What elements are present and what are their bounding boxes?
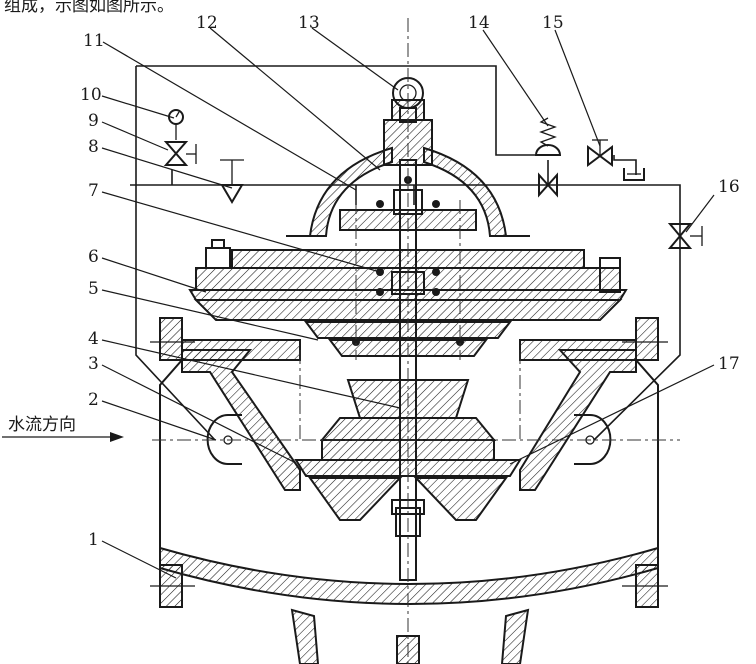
- callout-16: 16: [718, 177, 740, 197]
- pilot-valve-icon: [534, 117, 562, 198]
- callout-12: 12: [196, 13, 218, 33]
- leader-lines: [101, 27, 715, 579]
- callout-5: 5: [88, 279, 99, 299]
- callout-15: 15: [542, 13, 564, 33]
- callout-14: 14: [468, 13, 490, 33]
- cover-bolt: [205, 239, 621, 293]
- caption-top: 组成，示图如图所示。: [4, 0, 174, 16]
- callout-1: 1: [88, 530, 99, 550]
- needle-valve-icon: [220, 159, 244, 204]
- inlet-flange: [150, 317, 195, 608]
- callout-11: 11: [83, 31, 105, 51]
- side-valve-icon: [667, 223, 703, 249]
- callout-3: 3: [88, 354, 99, 374]
- o-rings: [352, 176, 464, 346]
- callout-4: 4: [88, 329, 99, 349]
- control-pipeline: [130, 65, 681, 441]
- callout-17: 17: [718, 354, 740, 374]
- callout-6: 6: [88, 247, 99, 267]
- callout-13: 13: [298, 13, 320, 33]
- callout-9: 9: [88, 111, 99, 131]
- drain-valve-icon: [587, 139, 645, 181]
- callout-8: 8: [88, 137, 99, 157]
- callout-numbers: 1 2 3 4 5 6 7 8 9 10 11 12 13 14 15 16 1…: [80, 13, 740, 550]
- pressure-gauge-icon: [168, 109, 184, 140]
- callout-10: 10: [80, 85, 102, 105]
- center-lines: [152, 18, 680, 664]
- callout-2: 2: [88, 390, 99, 410]
- callout-7: 7: [88, 181, 99, 201]
- flow-direction-label: 水流方向: [8, 415, 76, 435]
- gauge-valve-icon: [163, 141, 197, 166]
- flow-direction-arrow: [2, 432, 124, 442]
